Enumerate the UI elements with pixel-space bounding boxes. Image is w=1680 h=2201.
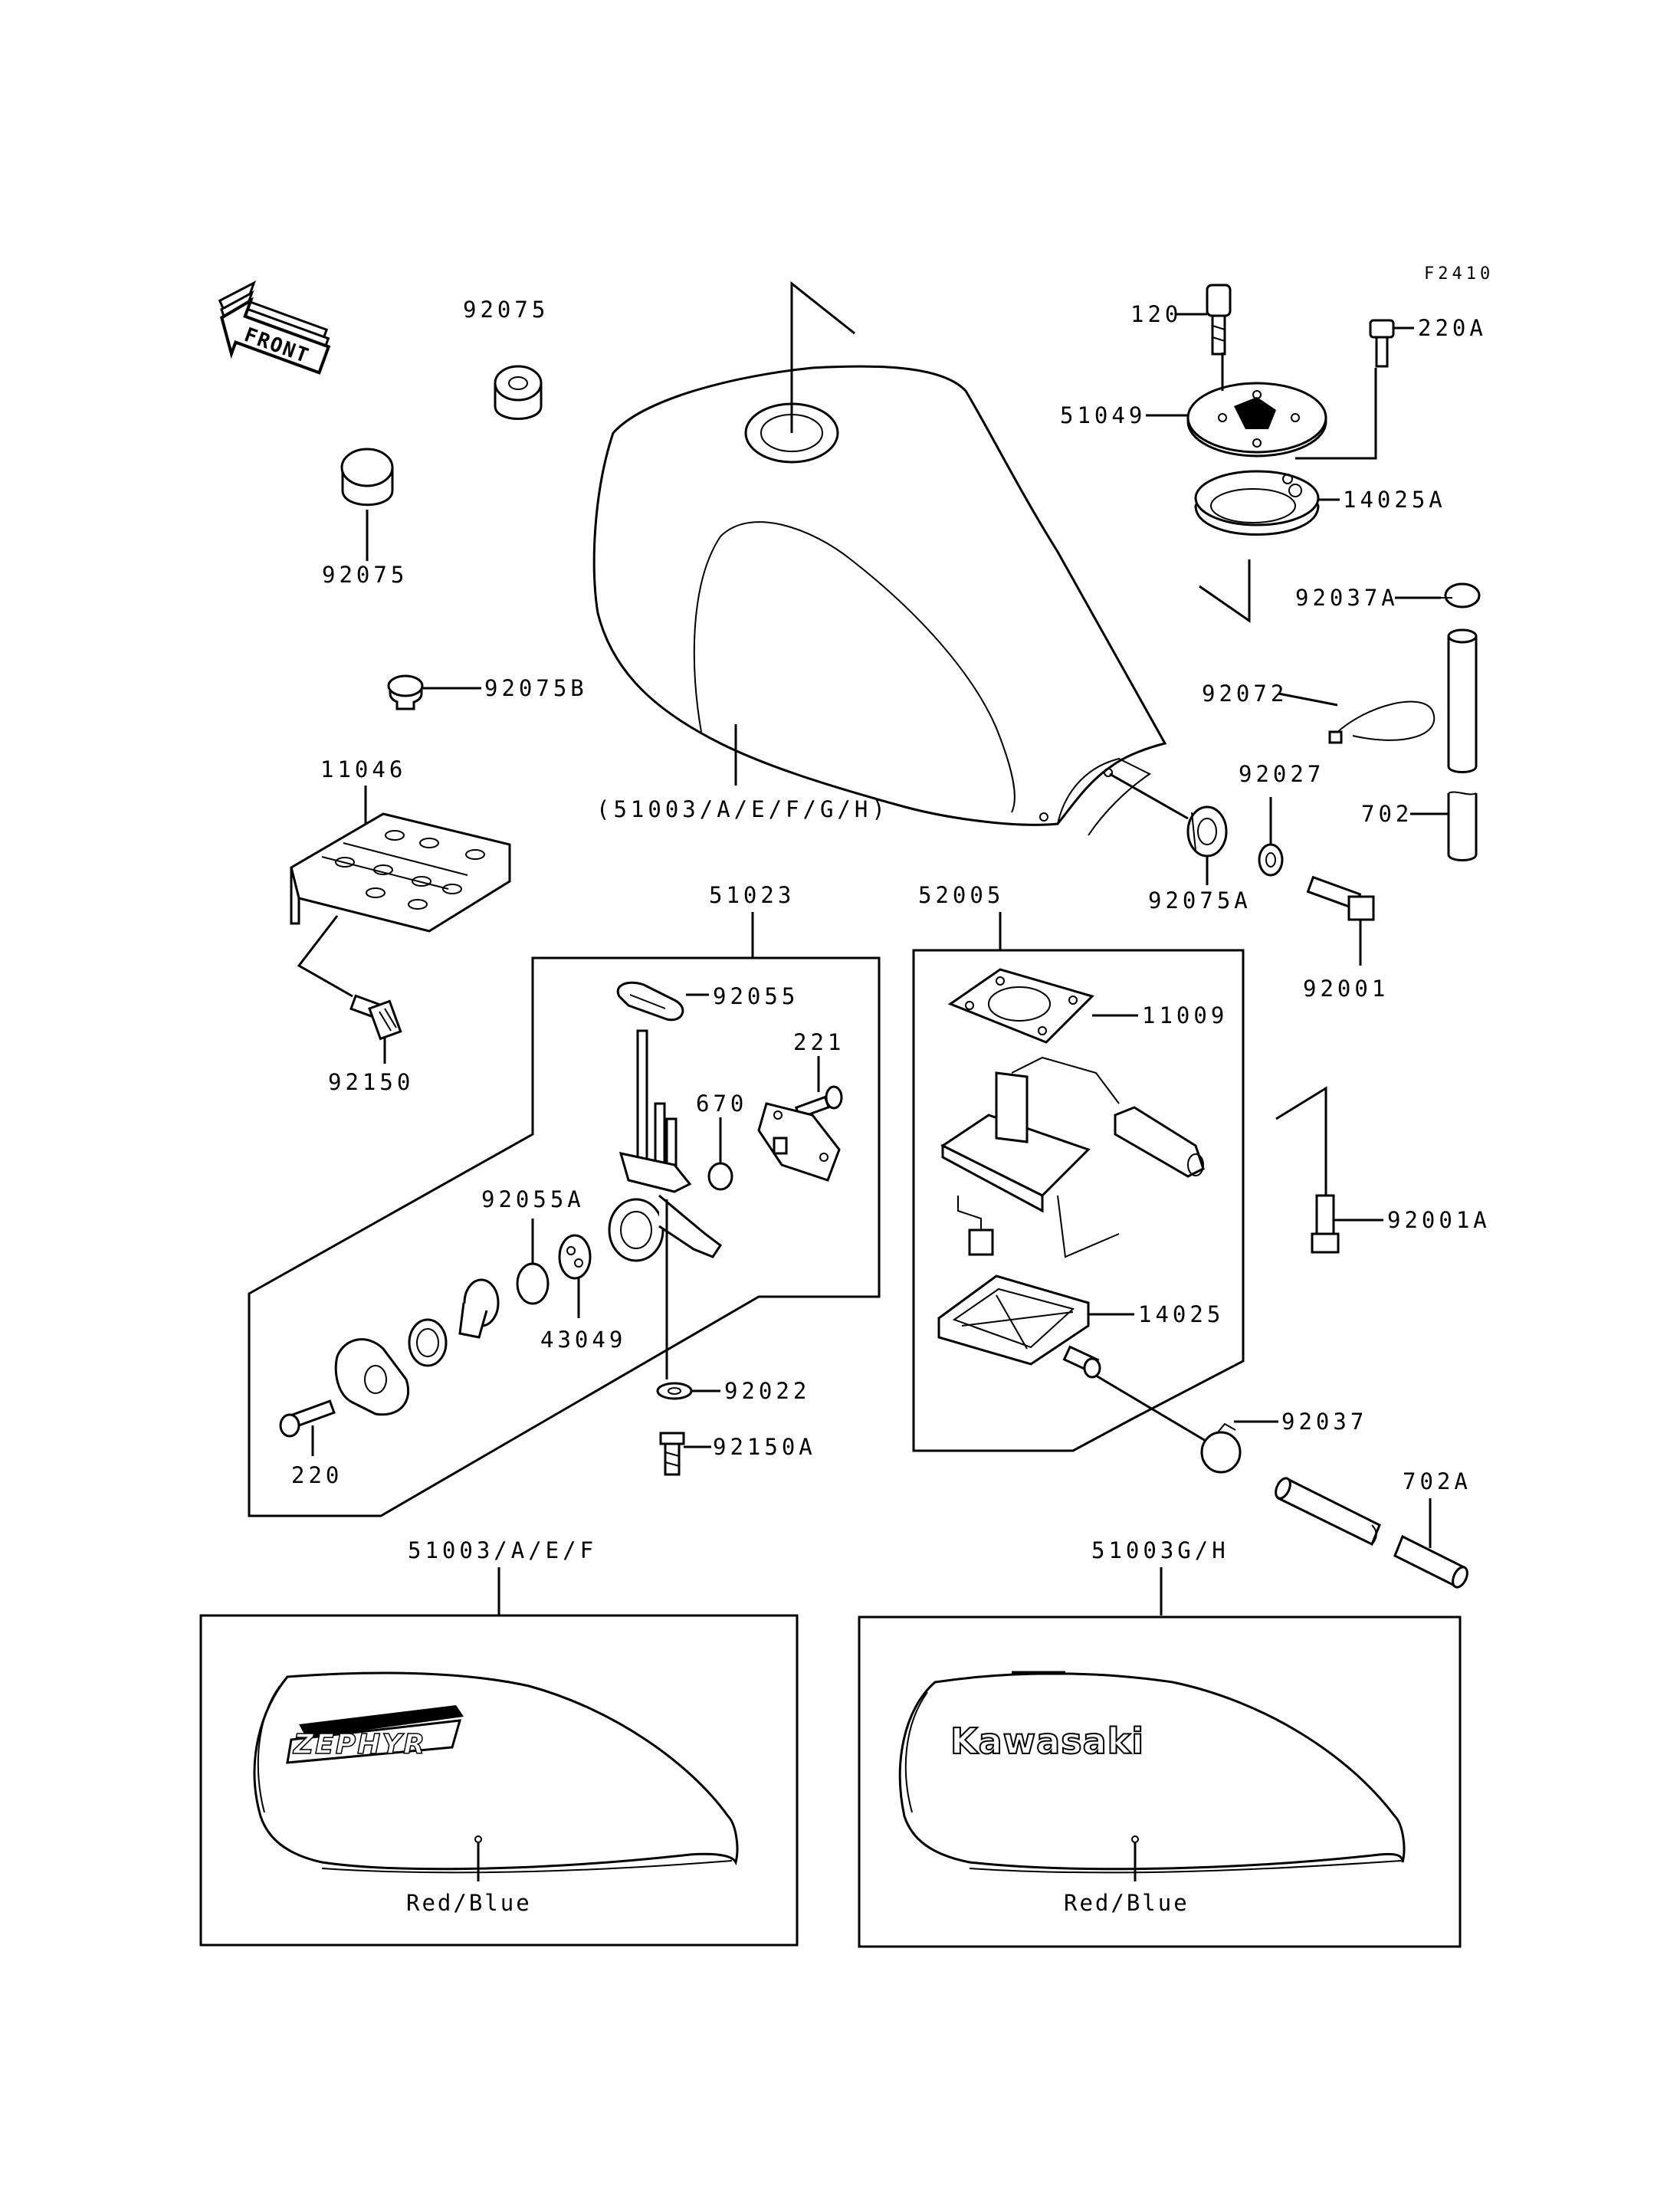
decal-panel-zephyr — [199, 1614, 799, 1947]
label-702: 702 — [1361, 801, 1413, 827]
gasket-92055 — [616, 981, 684, 1022]
clip-92037 — [1200, 1422, 1242, 1474]
figure-code: F2410 — [1424, 264, 1494, 284]
bolt-92150 — [349, 994, 402, 1041]
label-51003-main: (51003/A/E/F/G/H) — [596, 796, 889, 822]
label-92150a: 92150A — [713, 1434, 816, 1460]
label-120: 120 — [1130, 301, 1182, 327]
zephyr-logo-text: ZEPHYR — [293, 1729, 426, 1760]
zephyr-logo: ZEPHYR — [286, 1705, 464, 1764]
bolt-92150a — [659, 1432, 685, 1476]
label-92022: 92022 — [724, 1378, 810, 1404]
label-220a: 220A — [1418, 315, 1487, 341]
label-92037a: 92037A — [1295, 585, 1399, 611]
kawasaki-tank-decal — [898, 1671, 1406, 1874]
label-92072: 92072 — [1202, 681, 1288, 707]
leader-tank-mount — [1109, 772, 1189, 820]
cap-base-14025a — [1194, 470, 1320, 536]
label-92075a: 92075A — [1148, 887, 1252, 914]
filter-14025 — [937, 1274, 1101, 1379]
fuel-tank — [592, 365, 1167, 836]
color-label-left: Red/Blue — [406, 1890, 532, 1916]
packing-43049 — [558, 1234, 592, 1280]
leader-cap-bottom — [1199, 559, 1251, 623]
bracket-11046 — [290, 812, 511, 933]
label-92027: 92027 — [1239, 761, 1324, 787]
screw-220 — [279, 1399, 336, 1438]
o-ring-92055a — [516, 1262, 550, 1305]
color-marker-dot — [474, 1835, 482, 1843]
washer-92022 — [656, 1382, 693, 1400]
hose-702a — [1275, 1477, 1468, 1589]
rubber-damper-92075-top — [494, 365, 543, 420]
rubber-cap-92075-left — [340, 448, 394, 507]
hose-702 — [1447, 628, 1478, 861]
clip-92037a — [1441, 582, 1481, 608]
color-marker-dot-right — [1131, 1835, 1139, 1843]
color-label-right: Red/Blue — [1064, 1890, 1189, 1916]
label-92075b: 92075B — [484, 675, 588, 701]
leader-220a-drop — [1295, 368, 1377, 460]
o-ring-670 — [707, 1162, 733, 1191]
label-43049: 43049 — [540, 1327, 626, 1353]
kawasaki-logo: Kawasaki — [950, 1720, 1144, 1762]
label-670: 670 — [696, 1091, 747, 1117]
o-ring-large — [408, 1318, 448, 1367]
screw-220a — [1369, 319, 1395, 368]
band-92072 — [1328, 700, 1436, 744]
label-221: 221 — [793, 1029, 845, 1055]
bolt-120 — [1206, 284, 1232, 356]
lever-plate — [334, 1338, 410, 1416]
label-92055: 92055 — [713, 983, 799, 1009]
bolt-92001 — [1306, 875, 1375, 921]
leader-filter-clip — [1095, 1374, 1206, 1442]
sensor-assembly-box — [912, 949, 1245, 1452]
bolt-92001a — [1311, 1194, 1340, 1254]
front-arrow: FRONT — [218, 280, 331, 375]
zephyr-tank-decal — [253, 1671, 739, 1874]
label-220: 220 — [291, 1462, 343, 1488]
fuel-cock-assembly-box — [248, 956, 881, 1517]
fuel-cap-51049 — [1186, 382, 1327, 458]
level-sensor — [940, 1056, 1205, 1258]
label-11046: 11046 — [320, 756, 406, 782]
label-92075-left: 92075 — [322, 562, 408, 588]
label-14025: 14025 — [1138, 1301, 1224, 1327]
label-11009: 11009 — [1142, 1002, 1228, 1028]
label-51049: 51049 — [1060, 402, 1146, 428]
fuel-cock-body — [608, 1029, 723, 1262]
label-51003-gh: 51003G/H — [1091, 1537, 1229, 1563]
decal-panel-kawasaki — [858, 1615, 1462, 1948]
cover-plate — [757, 1102, 841, 1182]
label-92075-top: 92075 — [463, 297, 549, 323]
damper-92075a — [1186, 805, 1228, 858]
label-92001: 92001 — [1303, 976, 1389, 1002]
label-51023: 51023 — [709, 882, 795, 908]
label-51003-aef: 51003/A/E/F — [408, 1537, 597, 1563]
lever — [458, 1278, 500, 1339]
label-14025a: 14025A — [1343, 487, 1446, 513]
gasket-11009 — [947, 968, 1094, 1044]
collar-92027 — [1258, 843, 1284, 877]
label-52005: 52005 — [918, 882, 1004, 908]
leader-92072 — [1278, 692, 1338, 707]
leader-bracket-bolt — [297, 915, 353, 998]
label-92037: 92037 — [1281, 1409, 1367, 1435]
label-92055a: 92055A — [481, 1186, 585, 1212]
leader-92001a-top — [1275, 1086, 1327, 1203]
tank-neck-leader — [790, 280, 855, 433]
label-702a: 702A — [1403, 1468, 1472, 1494]
label-92150: 92150 — [328, 1069, 414, 1095]
rubber-plug-92075b — [387, 674, 424, 710]
label-92001a: 92001A — [1387, 1207, 1491, 1233]
